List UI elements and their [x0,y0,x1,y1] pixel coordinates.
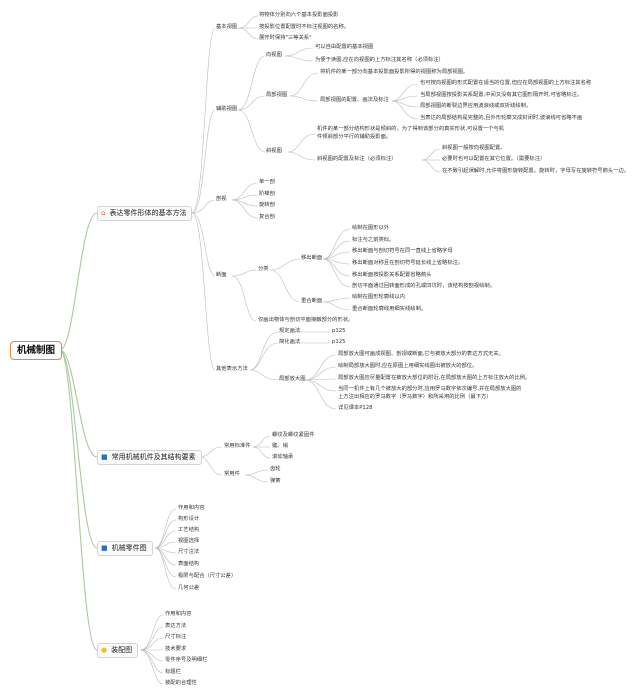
branch-shape-methods[interactable]: ⌂ 表达零件形体的基本方法 [97,206,193,221]
leaf-text[interactable]: 零件序号及明细栏 [165,657,208,663]
leaf-text[interactable]: 移出断面对称且在剖切符号延长线上省略标注。 [352,260,464,266]
branch-assembly[interactable]: ● 装配图 [97,643,139,658]
leaf-text[interactable]: 移出断面按投影关系配置省略箭头 [352,272,432,278]
leaf-text[interactable]: 构形设计 [178,516,200,522]
leaf-text[interactable]: 工艺结构 [178,527,200,533]
leaf-text[interactable]: 局部放大图可画成视图、剖视或断面,它与被放大部分的表达方式无关。 [338,351,504,357]
branch-label: 装配图 [111,646,133,654]
topic-partial-config[interactable]: 局部视图的配置、画法及标注 [320,97,389,103]
square-icon: ■ [101,544,108,552]
leaf-text[interactable]: 绘制局部放大图时,应在原图上用细实线圈出被放大的部位。 [338,363,478,369]
leaf-text[interactable]: 表面结构 [178,561,200,567]
page-ref[interactable]: p125 [332,328,346,334]
leaf-text[interactable]: 装配的合理性 [165,680,197,686]
leaf-text[interactable]: 单一剖 [259,179,275,185]
leaf-text[interactable]: 旋转剖 [259,202,275,208]
topic-direction-view[interactable]: 向视图 [266,52,282,58]
leaf-text[interactable]: 滚动轴承 [272,454,294,460]
leaf-text[interactable]: 剖切平面通过回转面形成的孔或凹坑时，该结构按剖视绘制。 [352,283,496,289]
leaf-text[interactable]: 按投影位置配置时不标注视图的名称。 [259,24,350,30]
leaf-text[interactable]: 详见课本P128 [338,405,373,411]
leaf-text[interactable]: 绘制在图形轮廓线以内 [352,294,405,300]
leaf-text[interactable]: 技术要求 [165,646,187,652]
branch-label: 机械零件图 [111,544,147,552]
leaf-text[interactable]: 尺寸注法 [178,549,200,555]
leaf-text[interactable]: 标注与之前类似。 [352,237,395,243]
topic-aux-views[interactable]: 辅助视图 [216,106,238,112]
bulb-icon: ● [101,646,108,654]
leaf-text[interactable]: 齿轮 [270,466,281,472]
home-icon: ⌂ [101,209,106,217]
leaf-text[interactable]: 将机件的某一部分向基本投影面投影所得的视图称为局部视图。 [320,69,469,75]
leaf-text[interactable]: 绘制在图形以外 [352,225,390,231]
topic-prescribed-drawing[interactable]: 规定画法 [279,328,301,334]
leaf-text[interactable]: 局部放大图应尽量配置在被放大部位的附近,在局部放大图的上方标注放大的比例。 [338,375,531,381]
topic-cross-section[interactable]: 断面 [216,272,227,278]
topic-classification[interactable]: 分类 [258,266,269,272]
branch-label: 表达零件形体的基本方法 [109,209,187,217]
leaf-text[interactable]: 当表达的局部结构是完整的,且外形轮廓又成封闭时,波浪线可省略不画 [420,115,583,121]
leaf-text[interactable]: 几何公差 [178,585,200,591]
leaf-text[interactable]: 尺寸标注 [165,634,187,640]
root-topic[interactable]: 机械制图 [10,341,62,360]
leaf-text[interactable]: 表达方法 [165,623,187,629]
leaf-text[interactable]: 斜视图一般按向视图配置。 [442,145,506,151]
topic-common-parts[interactable]: 常用件 [224,471,240,477]
leaf-text[interactable]: 作用和内容 [178,505,205,511]
topic-basic-views[interactable]: 基本视图 [216,24,238,30]
leaf-text[interactable]: 复合剖 [259,214,275,220]
leaf-text[interactable]: 上方注出相应的罗马数字（罗马数字）和所采用的比例（最下方） [338,394,492,400]
leaf-text[interactable]: 移出断面与剖切符号在同一直线上省略字母 [352,248,453,254]
page-ref[interactable]: p125 [332,339,346,345]
leaf-text[interactable]: 螺纹及螺纹紧固件 [272,432,315,438]
square-icon: ■ [101,453,108,461]
topic-section-views[interactable]: 剖视 [216,196,227,202]
topic-standard-parts[interactable]: 常用标准件 [224,443,251,449]
leaf-text[interactable]: 作用和内容 [165,611,192,617]
topic-coincident-section[interactable]: 重合断面 [301,298,323,304]
branch-label: 常用机械机件及其结构要素 [111,453,196,461]
branch-part-drawing[interactable]: ■ 机械零件图 [97,541,153,556]
topic-oblique-view[interactable]: 斜视图 [266,148,282,154]
topic-other-methods[interactable]: 其他表示方法 [216,366,248,372]
leaf-text[interactable]: 极限与配合（尺寸公差） [178,573,237,579]
leaf-text[interactable]: 也可按向视图的形式配置在适当的位置,但应在局部视图的上方标注其名称 [420,80,592,86]
leaf-text[interactable]: 重合断面轮廓线用细实线绘制。 [352,306,427,312]
leaf-text[interactable]: 必要时也可以配置在其它位置。（需要标注） [442,156,546,162]
leaf-text[interactable]: 阶梯剖 [259,191,275,197]
branch-common-parts[interactable]: ■ 常用机械机件及其结构要素 [97,450,202,465]
topic-removed-section[interactable]: 移出断面 [301,255,323,261]
leaf-text[interactable]: 展开时保持"三等关系" [259,35,312,41]
leaf-text[interactable]: 当局部视图按投影关系配置,中间又没有其它图形隔开时,可省略标注。 [420,92,583,98]
topic-oblique-config[interactable]: 斜视图的配置及标注（必须标注） [317,156,397,162]
leaf-text[interactable]: 视图选择 [178,538,200,544]
leaf-text[interactable]: 当同一机件上有几个被放大的部分时,应用罗马数字依次编号,并在局部放大图的 [338,386,522,392]
leaf-text[interactable]: 弹簧 [270,478,281,484]
leaf-text[interactable]: 局部视图的断裂边界应用波浪线或双折线绘制。 [420,103,532,109]
topic-detail-enlarged[interactable]: 局部放大图 [279,376,306,382]
leaf-text[interactable]: 在不致引起误解时,允许将图形旋转配置。旋转时，字母写在旋转符号箭头一边。 [442,168,630,174]
leaf-text[interactable]: 可以自由配置的基本视图 [315,44,374,50]
leaf-text[interactable]: 仅画出物体与剖切平面接触部分的形状。 [258,317,354,323]
topic-simplified-drawing[interactable]: 简化画法 [279,339,301,345]
leaf-text[interactable]: 标题栏 [165,669,181,675]
leaf-text[interactable]: 件倾斜部分平行的辅助投影面。 [317,134,392,140]
leaf-text[interactable]: 将物体分别向六个基本投影面投影 [259,12,339,18]
topic-partial-view[interactable]: 局部视图 [266,92,288,98]
leaf-text[interactable]: 键、销 [272,443,288,449]
leaf-text[interactable]: 机件的某一部分结构形状是倾斜的，为了得到该部分的真实形状,可设置一个与机 [317,126,505,132]
leaf-text[interactable]: 为便于读图,应在向视图的上方标注其名称（必须标注） [315,57,444,63]
